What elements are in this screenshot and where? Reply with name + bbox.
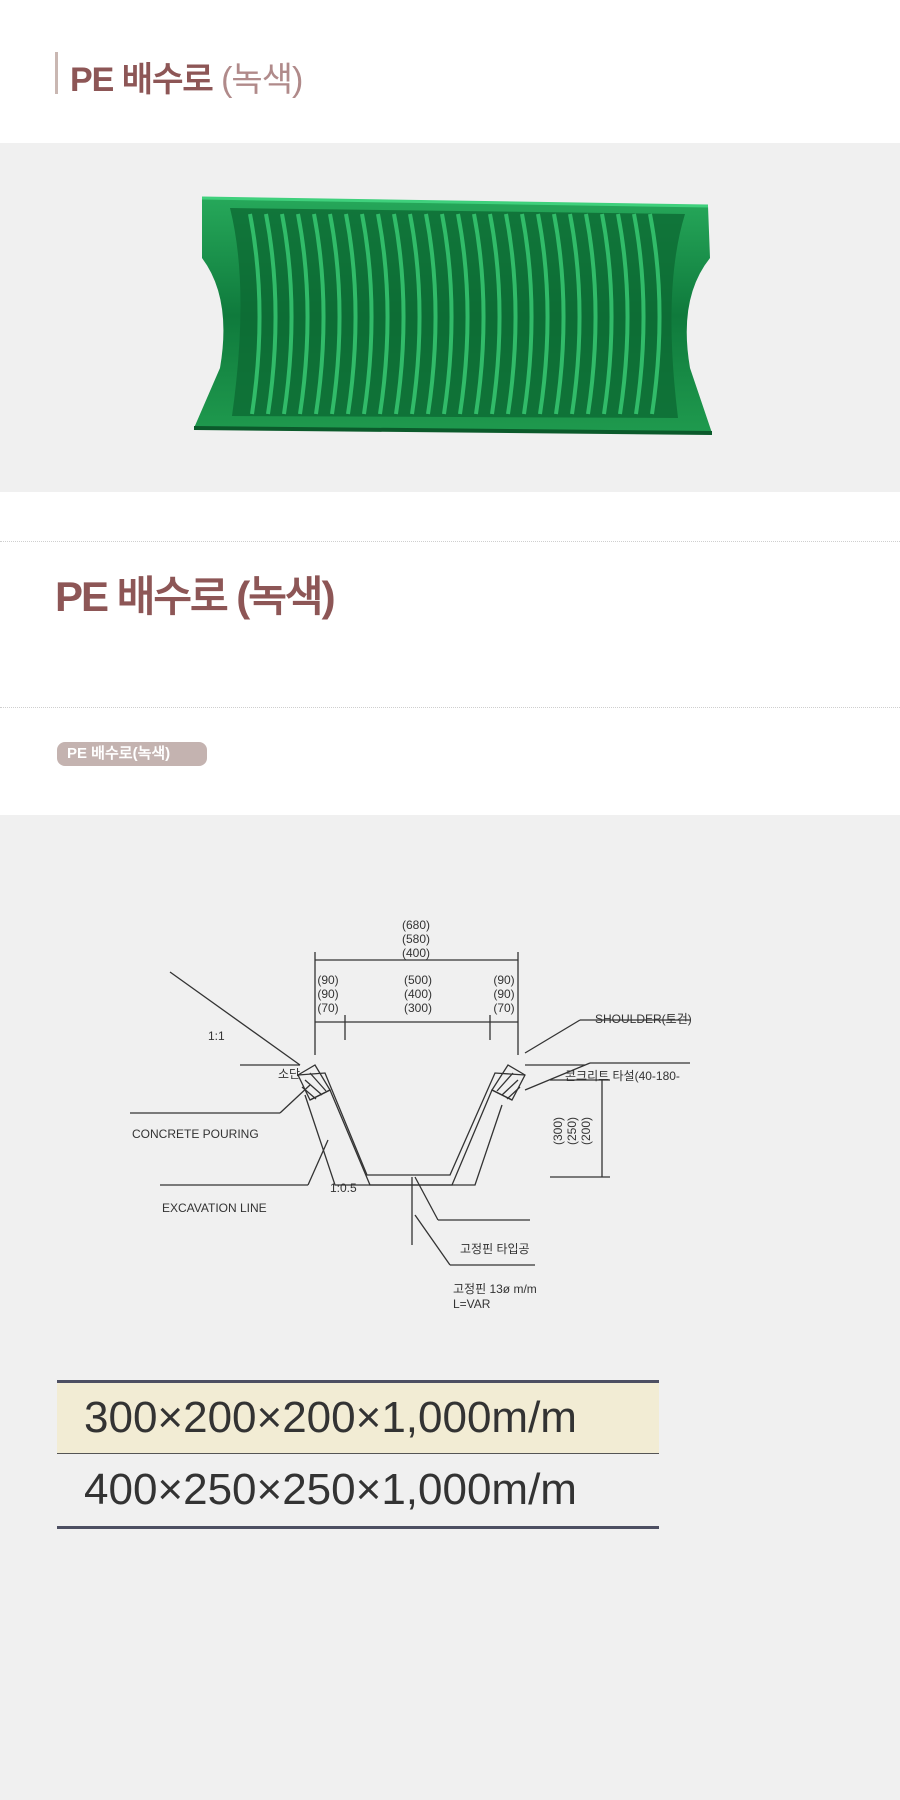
product-title-paren: (녹색) — [236, 573, 335, 620]
dim-height-1: (300) — [551, 1117, 565, 1145]
dim-right-1: (90) — [493, 973, 514, 987]
concrete-pouring-label: CONCRETE POURING — [132, 1127, 259, 1141]
page-title-main: PE 배수로 — [70, 61, 214, 99]
pin-label: 고정핀 13ø m/m — [453, 1282, 537, 1296]
concrete-placing-label: 콘크리트 타설(40-180- — [565, 1069, 680, 1083]
product-tag: PE 배수로(녹색) — [57, 742, 207, 766]
spec-row-2: 400×250×250×1,000m/m — [84, 1465, 577, 1514]
slope-top-label: 1:1 — [208, 1029, 225, 1043]
spec-row-1: 300×200×200×1,000m/m — [57, 1383, 659, 1454]
spec-bottom-line — [57, 1526, 659, 1529]
product-photo — [193, 196, 713, 435]
dim-top-1: (680) — [402, 918, 430, 932]
product-title-main: PE 배수로 — [55, 573, 229, 620]
divider-bottom — [0, 707, 900, 708]
product-title: PE 배수로 (녹색) — [55, 563, 336, 624]
page-header: PE 배수로 (녹색) — [0, 0, 900, 143]
slope-side-label: 1:0.5 — [330, 1181, 357, 1195]
dim-center-2: (400) — [404, 987, 432, 1001]
shoulder-label: SHOULDER(토건) — [595, 1012, 692, 1026]
pin-length-label: L=VAR — [453, 1297, 491, 1311]
dim-top-2: (580) — [402, 932, 430, 946]
dim-left-3: (70) — [317, 1001, 338, 1015]
dim-top-3: (400) — [402, 946, 430, 960]
page-title-paren: (녹색) — [221, 61, 303, 99]
dim-center-1: (500) — [404, 973, 432, 987]
sodan-label: 소단 — [278, 1067, 300, 1081]
title-accent-bar — [55, 52, 58, 94]
dim-height-3: (200) — [579, 1117, 593, 1145]
dim-right-2: (90) — [493, 987, 514, 1001]
drawing-band: (680) (580) (400) (90) (90) (70) (500) (… — [0, 815, 900, 1800]
product-photo-band — [0, 143, 900, 492]
dim-center-3: (300) — [404, 1001, 432, 1015]
spec-table: 300×200×200×1,000m/m 400×250×250×1,000m/… — [57, 1380, 659, 1529]
dim-left-1: (90) — [317, 973, 338, 987]
pin-hole-label: 고정핀 타입공 — [460, 1242, 530, 1256]
dim-left-2: (90) — [317, 987, 338, 1001]
spec-top-line — [57, 1380, 659, 1383]
divider-top — [0, 541, 900, 542]
dim-height-2: (250) — [565, 1117, 579, 1145]
cross-section-diagram: (680) (580) (400) (90) (90) (70) (500) (… — [130, 918, 692, 1311]
dim-right-3: (70) — [493, 1001, 514, 1015]
page-title: PE 배수로 (녹색) — [70, 52, 303, 101]
excavation-line-label: EXCAVATION LINE — [162, 1201, 267, 1215]
